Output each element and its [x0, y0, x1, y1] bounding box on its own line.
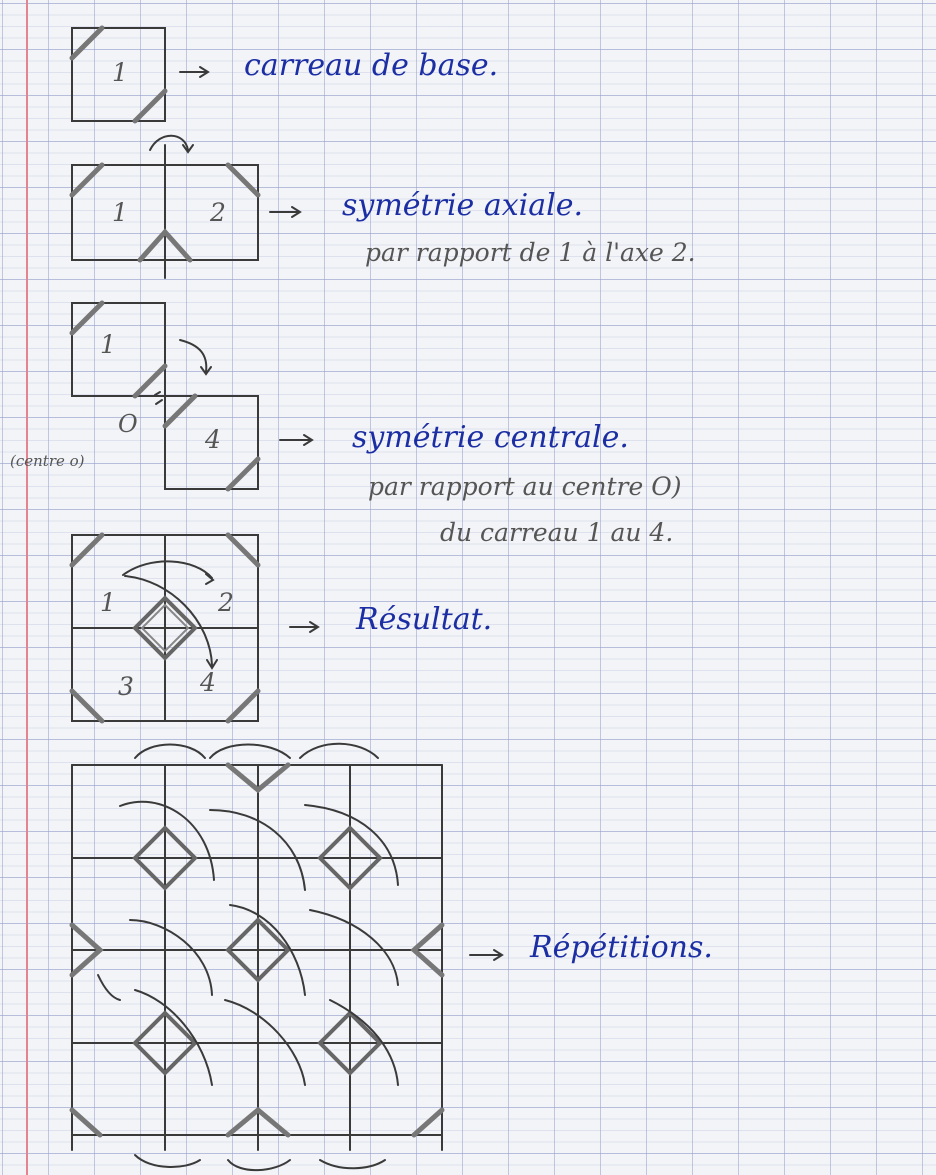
label-central-symmetry: symétrie centrale.	[352, 420, 629, 455]
arrow-central	[279, 434, 314, 446]
base-tile-drawing	[69, 25, 168, 124]
center-letter: O	[118, 410, 138, 438]
label-repetitions: Répétitions.	[530, 930, 713, 965]
tile-number-central-top: 1	[100, 330, 116, 359]
label-result: Résultat.	[356, 602, 493, 637]
center-note: (centre o)	[10, 452, 85, 470]
tile-number-result-3: 3	[118, 672, 134, 701]
label-central-detail-1: par rapport au centre O)	[368, 472, 682, 501]
tile-number-central-bottom: 4	[205, 425, 221, 454]
arrow-axial	[269, 206, 302, 218]
central-drawing	[69, 300, 261, 492]
arrow-result	[289, 621, 320, 633]
tile-number-axial-right: 2	[210, 198, 226, 227]
label-base-tile: carreau de base.	[244, 48, 499, 83]
label-central-detail-2: du carreau 1 au 4.	[440, 518, 674, 547]
tile-number-axial-left: 1	[112, 198, 128, 227]
tile-number-base: 1	[112, 58, 128, 87]
repetitions-drawing	[69, 742, 445, 1172]
label-axial-detail: par rapport de 1 à l'axe 2.	[365, 238, 696, 267]
tile-number-result-1: 1	[100, 588, 116, 617]
label-axial-symmetry: symétrie axiale.	[342, 188, 583, 223]
axial-drawing	[69, 144, 261, 279]
margin-line	[26, 0, 28, 1175]
tile-number-result-4: 4	[200, 668, 216, 697]
curved-arrow-axial	[149, 134, 194, 154]
arrow-repetitions	[469, 949, 504, 961]
result-drawing	[69, 532, 261, 724]
arrow-base	[179, 66, 210, 78]
tile-number-result-2: 2	[218, 588, 234, 617]
